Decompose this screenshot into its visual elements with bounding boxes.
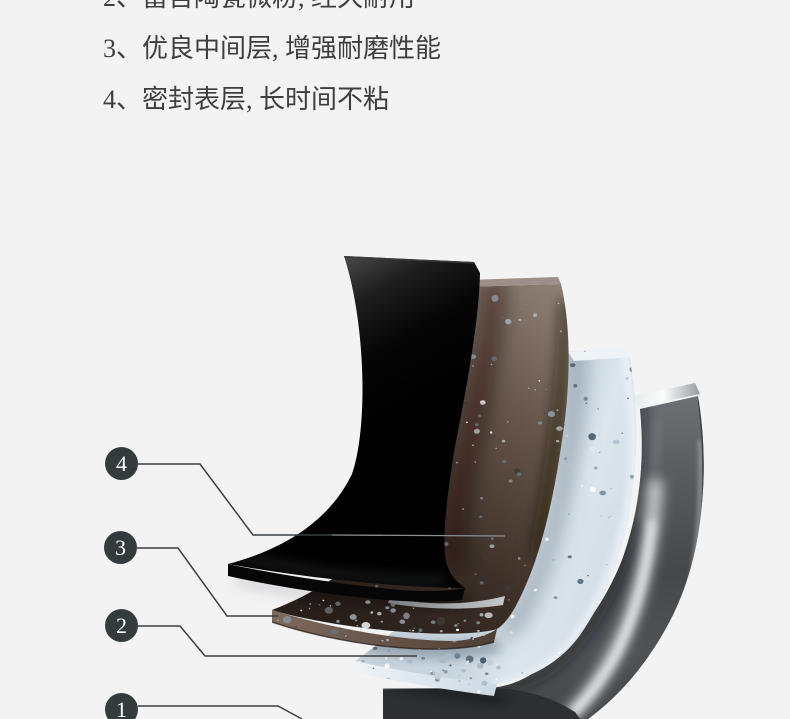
callout-lines [137,463,506,719]
feature-item-3: 3、优良中间层, 增强耐磨性能 [103,34,442,63]
callout-1: 1 [105,693,138,719]
callout-4-label: 4 [116,451,127,476]
callout-line-4 [138,463,332,536]
callout-line-1 [138,705,303,719]
callout-line-2 [138,625,417,657]
feature-item-2: 2、富含陶瓷微粉, 经久耐用 [103,0,441,23]
callout-line-3 [137,547,278,617]
callout-line-4-overlay [331,534,506,537]
callout-2: 2 [105,609,138,642]
feature-list: 2、富含陶瓷微粉, 经久耐用 3、优良中间层, 增强耐磨性能 4、密封表层, 长… [103,0,441,125]
callout-3: 3 [104,531,137,564]
callout-4: 4 [105,447,138,480]
feature-item-4: 4、密封表层, 长时间不粘 [103,85,390,114]
callout-1-label: 1 [116,697,127,719]
callout-3-label: 3 [115,535,126,560]
callout-2-label: 2 [116,613,127,638]
